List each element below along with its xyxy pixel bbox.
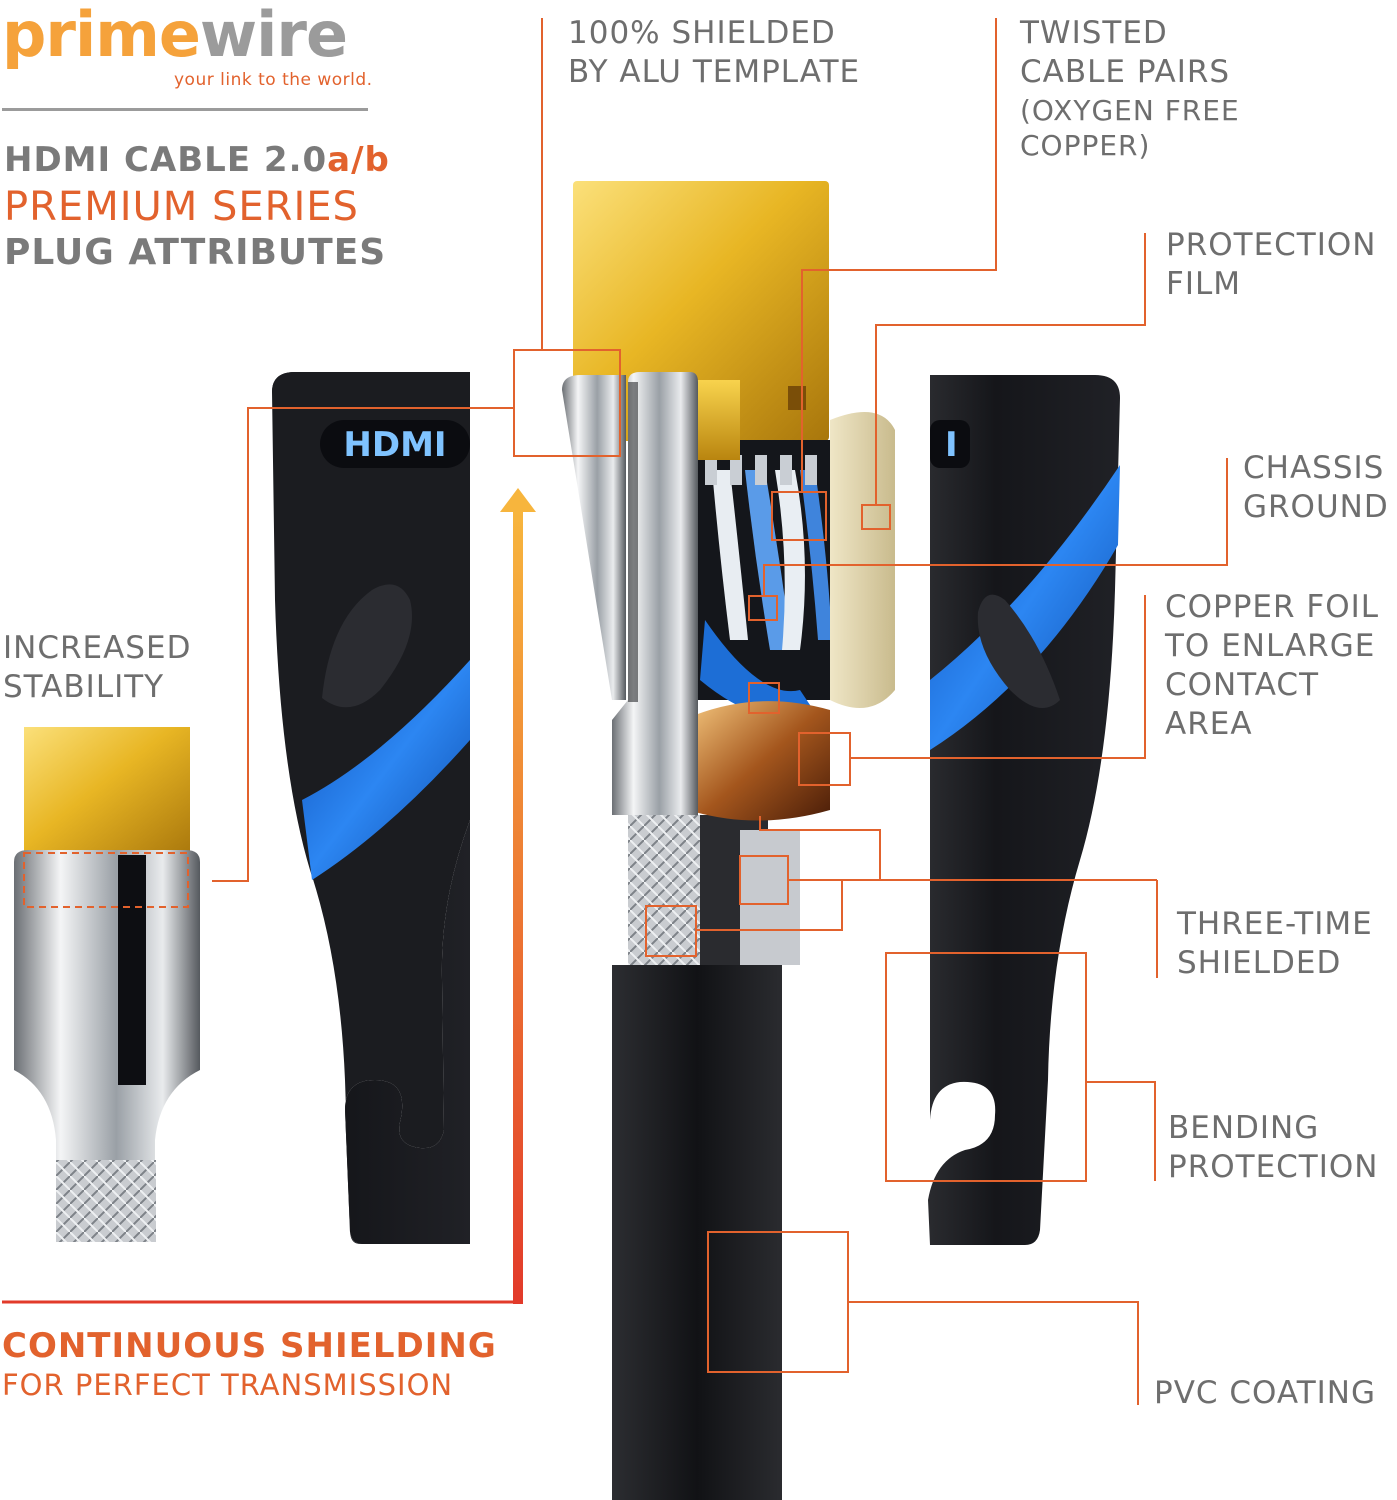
right-shell-half: I	[928, 375, 1120, 1245]
callout-chassis-ground: CHASSIS GROUND	[1243, 450, 1389, 525]
callout-bending-protection: BENDING PROTECTION	[1168, 1110, 1379, 1185]
left-shell-half: HDMI	[272, 372, 470, 1244]
callout-copper-foil: COPPER FOIL TO ENLARGE CONTACT AREA	[1165, 589, 1380, 742]
heading-product: HDMI CABLE 2.0a/b	[4, 140, 390, 180]
callout-twisted-pairs: TWISTED CABLE PAIRS	[1020, 15, 1231, 90]
callout-three-time-shielded: THREE-TIME SHIELDED	[1177, 906, 1373, 981]
footer-perfect-transmission: FOR PERFECT TRANSMISSION	[2, 1368, 454, 1402]
callout-increased-stability: INCREASED STABILITY	[3, 630, 192, 705]
footer-continuous-shielding: CONTINUOUS SHIELDING	[2, 1326, 497, 1366]
heading-series: PREMIUM SERIES	[4, 184, 359, 230]
hdmi-badge-left: HDMI	[343, 425, 446, 465]
logo-divider	[2, 108, 368, 111]
callout-pvc-coating: PVC COATING	[1154, 1375, 1376, 1411]
primewire-logo: primewire	[2, 0, 348, 71]
small-plug	[14, 727, 200, 1242]
svg-text:I: I	[945, 425, 958, 465]
logo-tagline: your link to the world.	[174, 70, 373, 90]
center-cutaway-plug	[562, 181, 895, 1500]
callout-leaders	[212, 18, 1228, 1405]
continuous-shielding-arrow	[2, 488, 536, 1304]
callout-alu-template: 100% SHIELDED BY ALU TEMPLATE	[568, 15, 861, 90]
callout-protection-film: PROTECTION FILM	[1166, 227, 1377, 302]
callout-twisted-pairs-note: (OXYGEN FREE COPPER)	[1020, 94, 1240, 162]
heading-attributes: PLUG ATTRIBUTES	[4, 232, 387, 273]
